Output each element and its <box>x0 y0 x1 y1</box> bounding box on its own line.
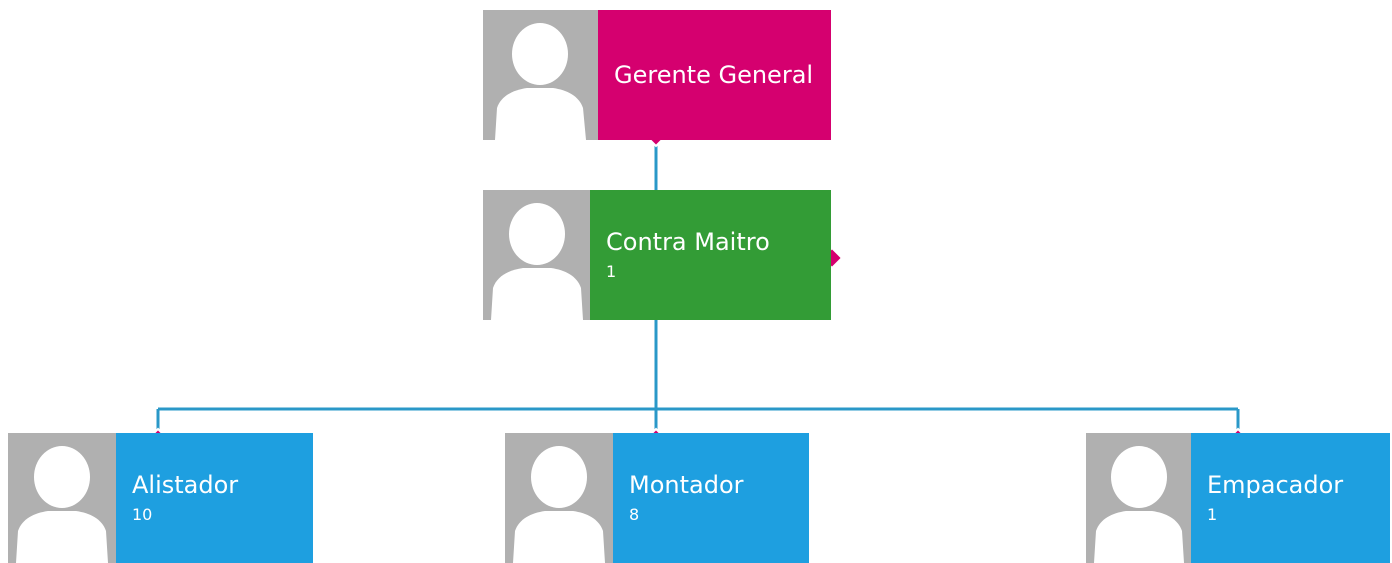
node-count: 10 <box>132 505 153 524</box>
avatar <box>483 190 590 320</box>
node-gerente-general[interactable]: Gerente General <box>483 10 831 140</box>
avatar <box>505 433 613 563</box>
node-empacador[interactable]: Empacador 1 <box>1086 433 1390 563</box>
node-contra-maitro[interactable]: Contra Maitro 1 <box>483 190 831 320</box>
person-silhouette-icon <box>483 190 590 320</box>
node-name: Montador <box>629 471 744 499</box>
avatar <box>1086 433 1191 563</box>
node-name: Empacador <box>1207 471 1344 499</box>
node-info: Alistador 10 <box>116 433 313 563</box>
node-montador[interactable]: Montador 8 <box>505 433 809 563</box>
node-name: Contra Maitro <box>606 228 770 256</box>
avatar <box>8 433 116 563</box>
node-count: 1 <box>1207 505 1218 524</box>
node-info: Montador 8 <box>613 433 809 563</box>
node-name: Alistador <box>132 471 239 499</box>
node-alistador[interactable]: Alistador 10 <box>8 433 313 563</box>
node-info: Contra Maitro 1 <box>590 190 831 320</box>
person-silhouette-icon <box>483 10 598 140</box>
person-silhouette-icon <box>505 433 613 563</box>
person-silhouette-icon <box>8 433 116 563</box>
person-silhouette-icon <box>1086 433 1191 563</box>
node-count: 8 <box>629 505 640 524</box>
avatar <box>483 10 598 140</box>
node-info: Gerente General <box>598 10 831 140</box>
node-count: 1 <box>606 262 617 281</box>
node-name: Gerente General <box>614 61 814 89</box>
node-info: Empacador 1 <box>1191 433 1390 563</box>
